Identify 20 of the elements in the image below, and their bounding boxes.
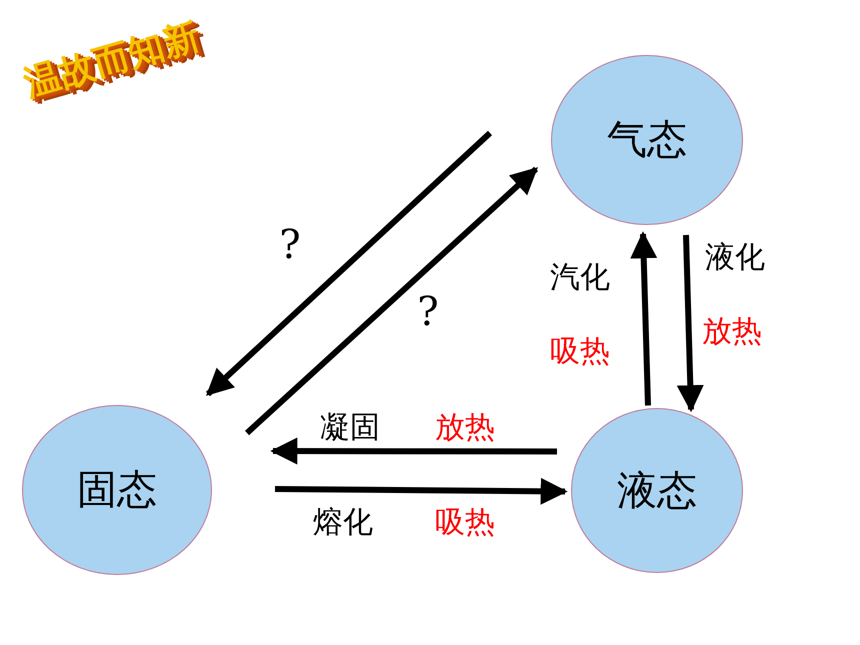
arrow <box>206 130 492 396</box>
arrow <box>244 166 538 436</box>
edge-label: 熔化 <box>313 508 373 538</box>
heat-label: 放热 <box>435 413 495 443</box>
arrow <box>270 438 557 465</box>
heat-label: 吸热 <box>550 337 610 367</box>
arrow <box>630 231 658 406</box>
heat-label: 放热 <box>702 317 762 347</box>
heat-label: 吸热 <box>435 508 495 538</box>
state-name: 液态 <box>617 470 697 510</box>
title: 温故而知新 <box>20 18 204 102</box>
state-name: 气态 <box>607 120 687 160</box>
edge-label: ? <box>279 225 301 265</box>
state-name: 固态 <box>77 470 157 510</box>
edge-label: 汽化 <box>550 263 610 293</box>
edge-label: 凝固 <box>320 413 380 443</box>
edge-label: 液化 <box>705 243 765 273</box>
arrow <box>676 234 704 412</box>
arrow <box>274 478 568 505</box>
edge-label: ? <box>417 292 439 332</box>
